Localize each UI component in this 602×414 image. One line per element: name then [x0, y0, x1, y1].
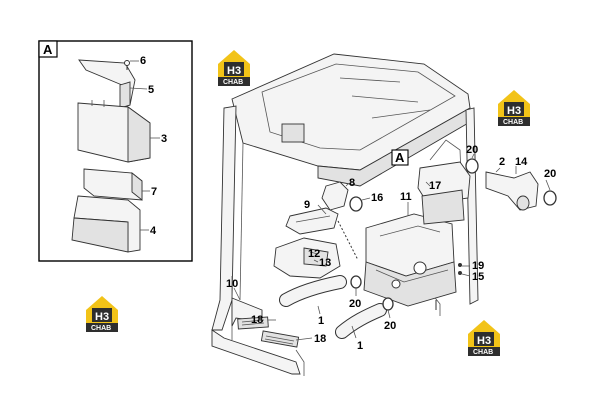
- callout-9: 9: [304, 199, 310, 211]
- clamp-16: [349, 196, 363, 212]
- svg-text:H3: H3: [227, 65, 241, 77]
- callout-5: 5: [148, 84, 154, 96]
- callout-2: 2: [499, 156, 505, 168]
- clamp-20-top: [465, 158, 479, 174]
- callout-13: 13: [319, 257, 331, 269]
- callout-18-upper: 18: [251, 314, 263, 326]
- cab-frame: [211, 53, 479, 376]
- svg-text:H3: H3: [95, 311, 109, 323]
- callout-18-lower: 18: [314, 333, 326, 345]
- part-12-13-fan: [273, 237, 341, 279]
- callout-1-lower: 1: [357, 340, 363, 352]
- svg-text:CHAB: CHAB: [473, 349, 493, 356]
- watermark-logo-4: H3 CHAB: [468, 320, 500, 356]
- cab-view-label: A: [395, 150, 405, 165]
- part-6-screw: [124, 60, 130, 70]
- callout-19: 19: [472, 260, 484, 272]
- callout-15: 15: [472, 271, 484, 283]
- part-2-14-duct: [485, 171, 539, 211]
- callout-20-right: 20: [544, 168, 556, 180]
- clamp-20-low: [382, 297, 394, 311]
- watermark-logo-2: H3 CHAB: [498, 90, 530, 126]
- cab-view-label-frame: [391, 149, 409, 166]
- callout-11: 11: [400, 191, 412, 203]
- part-4-duct: [71, 195, 141, 253]
- cab-view-a: A: [391, 149, 471, 225]
- leader-lines: [233, 153, 551, 341]
- part-18-grille-a: [237, 316, 269, 330]
- callout-17: 17: [429, 180, 441, 192]
- part-7-filter: [83, 168, 143, 201]
- callout-1-upper: 1: [318, 315, 324, 327]
- part-9-bracket: [285, 207, 359, 261]
- callout-16: 16: [371, 192, 383, 204]
- part-8-vent: [321, 181, 349, 211]
- svg-text:CHAB: CHAB: [223, 79, 243, 86]
- clamp-20-mid: [350, 275, 362, 289]
- callout-20-mid: 20: [349, 298, 361, 310]
- callout-20-top: 20: [466, 144, 478, 156]
- callout-20-low: 20: [384, 320, 396, 332]
- watermark-logo-1: H3 CHAB: [218, 50, 250, 86]
- svg-text:H3: H3: [507, 105, 521, 117]
- callout-4: 4: [150, 225, 157, 237]
- detail-box-label: A: [43, 42, 53, 57]
- callout-12: 12: [308, 248, 320, 260]
- callout-10: 10: [226, 278, 238, 290]
- heater-unit: [363, 213, 462, 310]
- callout-3: 3: [161, 133, 167, 145]
- svg-text:CHAB: CHAB: [503, 119, 523, 126]
- callout-8: 8: [349, 177, 355, 189]
- callout-6: 6: [140, 55, 146, 67]
- part-3-box: [77, 100, 151, 163]
- svg-text:H3: H3: [477, 335, 491, 347]
- clamp-20-right: [543, 190, 557, 206]
- part-1-hose-lower: [335, 303, 387, 339]
- detail-box-a: A 6: [38, 40, 193, 262]
- svg-text:CHAB: CHAB: [91, 325, 111, 332]
- callout-14: 14: [515, 156, 528, 168]
- watermark-logo-3: H3 CHAB: [86, 296, 118, 332]
- part-1-hose-upper: [279, 275, 347, 307]
- part-18-grille-b: [260, 330, 300, 348]
- callout-7: 7: [151, 186, 157, 198]
- detail-box-label-frame: [38, 40, 58, 58]
